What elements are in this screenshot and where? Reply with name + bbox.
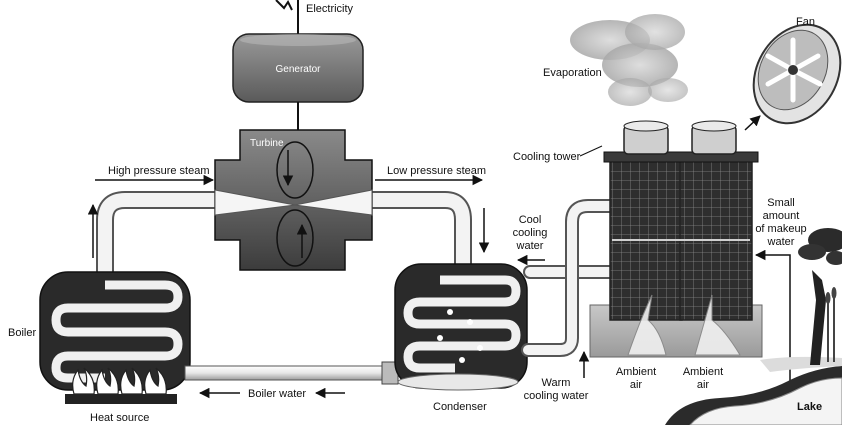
boiler-water-label: Boiler water bbox=[248, 388, 306, 400]
boiler-label: Boiler bbox=[8, 327, 36, 339]
high-pressure-steam-label: High pressure steam bbox=[108, 165, 210, 177]
fan-icon bbox=[752, 23, 842, 125]
ambient-air-left-label-2: air bbox=[630, 379, 643, 391]
makeup-water-label-1: Small bbox=[767, 197, 795, 209]
heat-source-label: Heat source bbox=[90, 412, 149, 424]
warm-water-label-2: cooling water bbox=[524, 390, 589, 402]
low-pressure-steam-pipe bbox=[359, 191, 472, 277]
heat-source-flames bbox=[65, 367, 177, 404]
makeup-water-arrow bbox=[754, 249, 791, 400]
cool-water-label-1: Cool bbox=[519, 214, 542, 226]
condenser-label: Condenser bbox=[433, 401, 487, 413]
ambient-air-right-label-2: air bbox=[697, 379, 710, 391]
warm-water-pipe bbox=[521, 199, 619, 357]
cooling-tower-leader bbox=[579, 145, 603, 157]
makeup-water-label-2: amount bbox=[763, 210, 800, 222]
ambient-air-left-label-1: Ambient bbox=[616, 366, 656, 378]
makeup-water-label-4: water bbox=[767, 236, 795, 248]
lake bbox=[665, 356, 842, 425]
fan-arrow bbox=[744, 115, 761, 131]
boiler bbox=[39, 271, 191, 391]
warm-water-label-1: Warm bbox=[542, 377, 571, 389]
generator-label: Generator bbox=[275, 64, 321, 75]
generator bbox=[232, 33, 364, 103]
cool-water-label-3: water bbox=[516, 240, 544, 252]
evaporation-label: Evaporation bbox=[543, 67, 602, 79]
evaporation-cloud bbox=[570, 14, 688, 106]
cooling-tower bbox=[589, 120, 763, 358]
boiler-water-pipe bbox=[184, 361, 399, 385]
electricity-symbol bbox=[275, 0, 299, 34]
cooling-tower-label: Cooling tower bbox=[513, 151, 581, 163]
ambient-air-right-label-1: Ambient bbox=[683, 366, 723, 378]
tree-icon bbox=[798, 228, 842, 365]
electricity-label: Electricity bbox=[306, 3, 354, 15]
high-pressure-steam-pipe bbox=[96, 191, 237, 287]
condenser bbox=[394, 263, 528, 391]
makeup-water-label-3: of makeup bbox=[755, 223, 806, 235]
low-pressure-steam-label: Low pressure steam bbox=[387, 165, 486, 177]
turbine-label: Turbine bbox=[250, 138, 284, 149]
turbine bbox=[214, 129, 373, 271]
cool-water-label-2: cooling bbox=[513, 227, 548, 239]
fan-label: Fan bbox=[796, 16, 815, 28]
lake-label: Lake bbox=[797, 401, 822, 413]
